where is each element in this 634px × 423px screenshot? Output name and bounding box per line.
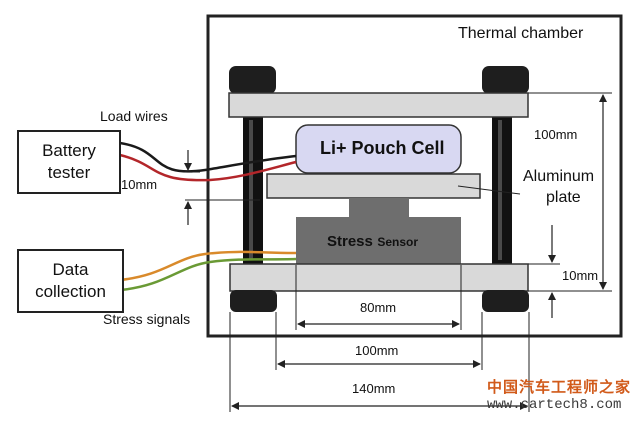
data-collection-line1: Data: [52, 260, 89, 279]
overall-width-dimension-label: 140mm: [352, 381, 396, 396]
plate-thickness-dimension-label: 10mm: [562, 268, 599, 283]
bolt-head-bottom-right: [482, 290, 529, 312]
thermal-chamber-label: Thermal chamber: [458, 25, 584, 42]
data-collection-line2: collection: [35, 282, 106, 301]
bolt-head-top-right: [482, 66, 529, 94]
stress-sensor-label-main: Stress: [327, 233, 373, 250]
signal-wire-orange: [119, 250, 297, 282]
stress-sensor-stem: [349, 198, 409, 218]
aluminum-plate-label-line1: Aluminum: [523, 168, 595, 185]
aluminum-plate: [266, 173, 481, 199]
bolt-head-bottom-left: [230, 290, 277, 312]
data-collection-box: Data collection: [17, 249, 124, 313]
top-plate: [228, 92, 529, 118]
battery-tester-line1: Battery: [42, 141, 96, 160]
load-wire-red: [119, 153, 297, 182]
stress-sensor-label: Stress Sensor: [327, 233, 418, 251]
battery-tester-line2: tester: [47, 163, 91, 182]
watermark-url: www.cartech8.com: [487, 397, 622, 413]
plate-width-dimension-label: 80mm: [360, 300, 397, 315]
thermal-chamber-frame: [206, 14, 623, 338]
plate-leader-line: [457, 185, 521, 195]
pouch-cell-label: Li+ Pouch Cell: [320, 138, 445, 158]
pouch-cell: [295, 124, 462, 174]
bottom-plate: [229, 263, 529, 292]
bolt-head-top-left: [229, 66, 276, 94]
watermark-cn: 中国汽车工程师之家: [487, 379, 632, 396]
wire-gap-dimension-label: 10mm: [121, 177, 158, 192]
load-wires-label: Load wires: [100, 108, 168, 124]
stress-sensor-label-sub: Sensor: [377, 235, 419, 249]
signal-wire-green: [119, 257, 297, 292]
stress-sensor-body: [296, 217, 461, 265]
post-spacing-dimension-label: 100mm: [355, 343, 399, 358]
battery-tester-box: Battery tester: [17, 130, 121, 194]
frame-height-dimension-label: 100mm: [534, 127, 578, 142]
aluminum-plate-label-line2: plate: [546, 189, 581, 206]
load-wire-black: [119, 141, 297, 173]
stress-signals-label: Stress signals: [103, 311, 191, 327]
